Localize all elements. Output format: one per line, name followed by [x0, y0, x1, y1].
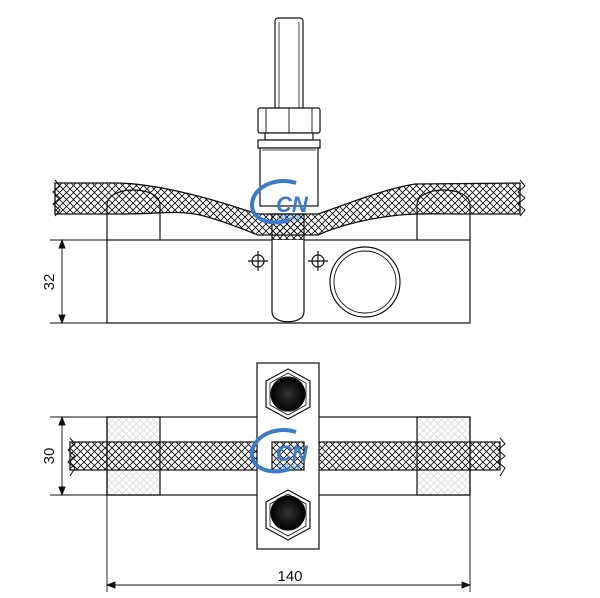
watermark-letters-lower: CN — [276, 441, 309, 466]
watermark-logo-upper: CN 中航电测 — [249, 178, 309, 225]
cable-break-left — [52, 179, 61, 217]
watermark-caption-upper: 中航电测 — [277, 214, 301, 222]
clamp-plate-left — [106, 416, 161, 496]
clamp-right — [416, 189, 471, 240]
clamp-plate-right — [416, 416, 471, 496]
dimension-140 — [105, 495, 472, 592]
cable-break-right — [517, 179, 526, 217]
watermark-letters-upper: CN — [276, 192, 309, 217]
crosshair-hole-left — [248, 251, 268, 271]
center-pin — [271, 240, 305, 323]
top-view — [50, 362, 506, 592]
watermark-logo-lower: CN 中航电测 — [249, 427, 309, 474]
hex-nut-faces — [265, 108, 313, 133]
dimension-32 — [50, 238, 107, 325]
crosshair-hole-right — [308, 251, 328, 271]
sensor-body — [259, 147, 319, 207]
dimension-32-label: 32 — [41, 274, 58, 291]
top-cable-break-left — [67, 437, 76, 477]
hex-port-upper — [265, 368, 311, 420]
sensor-post — [257, 139, 321, 149]
hex-port-lower — [265, 489, 311, 541]
watermark-caption-lower: 中航电测 — [277, 463, 301, 471]
circular-port — [329, 246, 401, 318]
side-view — [50, 17, 526, 325]
dimension-140-label: 140 — [277, 568, 302, 585]
washer — [264, 132, 314, 141]
center-slot — [271, 213, 305, 241]
top-cable-break-right — [497, 437, 506, 477]
bolt-thread-lines — [278, 22, 300, 108]
dimension-30 — [50, 415, 107, 497]
clamp-left — [106, 189, 161, 240]
dimension-30-label: 30 — [41, 448, 58, 465]
